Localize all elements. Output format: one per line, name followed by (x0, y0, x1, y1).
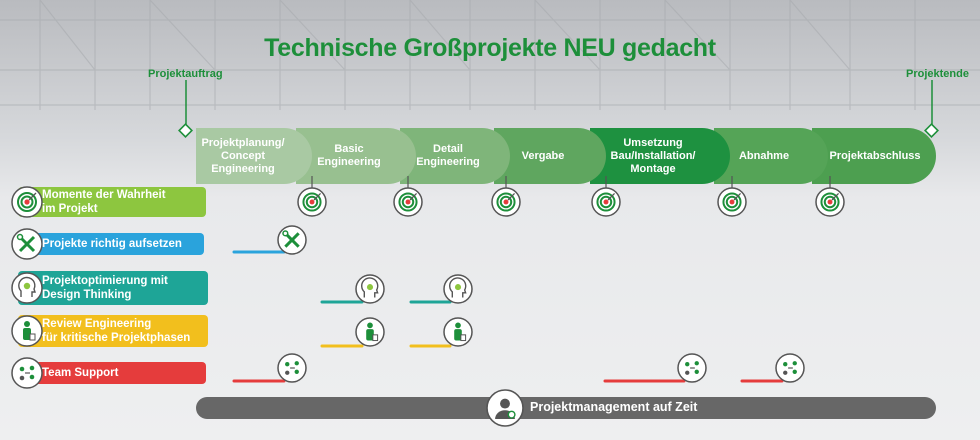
engineer-icon (355, 317, 385, 347)
target-icon (815, 187, 845, 217)
engineer-icon (443, 317, 473, 347)
phase-shape-6 (812, 128, 936, 184)
service-bar-1 (18, 233, 204, 255)
phase-shape-2 (400, 128, 510, 184)
service-label-line: Projekte richtig aufsetzen (42, 238, 182, 250)
phase-label-line: Montage (630, 162, 676, 175)
service-label-line: Review Engineering (42, 318, 152, 330)
service-label-4: Team Support (42, 362, 118, 384)
service-label-3: Review Engineering für kritische Projektp… (42, 315, 190, 347)
service-label-line: Projektoptimierung mit (42, 275, 168, 287)
phase-shape-1 (296, 128, 416, 184)
phase-label-line: Engineering (416, 156, 480, 168)
phase-shape-3 (494, 128, 606, 184)
phase-label-line: Projektabschluss (829, 149, 921, 162)
milestone-end-diamond (924, 123, 939, 138)
idea-head-icon (443, 274, 473, 304)
phase-label-line: Engineering (317, 156, 381, 168)
milestone-start-label: Projektauftrag (148, 68, 223, 80)
phase-label-line: Basic (334, 143, 364, 155)
engineer-icon (11, 315, 43, 347)
team-icon (775, 353, 805, 383)
manager-icon (486, 389, 524, 427)
milestone-end-label: Projektende (906, 68, 969, 80)
idea-head-icon (11, 272, 43, 304)
service-bar-3 (18, 315, 208, 347)
phase-label-6: Projektabschluss (822, 128, 928, 184)
phase-shape-4 (590, 128, 730, 184)
phase-label-line: Detail (433, 143, 463, 155)
phase-label-line: Umsetzung (623, 136, 683, 149)
service-label-1: Projekte richtig aufsetzen (42, 233, 182, 255)
phase-label-line: Abnahme (738, 149, 790, 162)
service-bar-0 (18, 187, 206, 217)
milestone-start-diamond (178, 123, 193, 138)
phase-label-line: Concept (221, 149, 265, 162)
phase-label-5: Abnahme (724, 128, 804, 184)
bottom-bar-label: Projektmanagement auf Zeit (530, 400, 698, 414)
target-icon (717, 187, 747, 217)
team-icon (277, 353, 307, 383)
bottom-bar (196, 397, 936, 419)
phase-label-line: Projektplanung/ (201, 136, 285, 149)
service-label-0: Momente der Wahrheit im Projekt (42, 187, 166, 217)
phase-shape-5 (714, 128, 828, 184)
service-label-line: für kritische Projektphasen (42, 332, 191, 344)
phase-label-3: Vergabe (504, 128, 582, 184)
phase-label-line: Bau/Installation/ (610, 149, 696, 162)
idea-head-icon (355, 274, 385, 304)
service-label-line: Momente der Wahrheit (42, 189, 166, 201)
service-bar-4 (18, 362, 206, 384)
tools-icon (277, 225, 307, 255)
target-icon (297, 187, 327, 217)
target-icon (491, 187, 521, 217)
phase-label-line: Engineering (211, 162, 275, 175)
service-label-line: Design Thinking (42, 289, 132, 301)
page-title: Technische Großprojekte NEU gedacht (264, 34, 716, 62)
target-icon (11, 186, 43, 218)
service-label-line: Team Support (42, 367, 119, 379)
service-label-line: im Projekt (42, 203, 98, 215)
team-icon (11, 357, 43, 389)
tools-icon (11, 228, 43, 260)
phase-label-line: Vergabe (521, 149, 565, 162)
target-icon (393, 187, 423, 217)
team-icon (677, 353, 707, 383)
target-icon (591, 187, 621, 217)
service-bar-2 (18, 271, 208, 305)
phase-shape-0 (196, 128, 312, 184)
